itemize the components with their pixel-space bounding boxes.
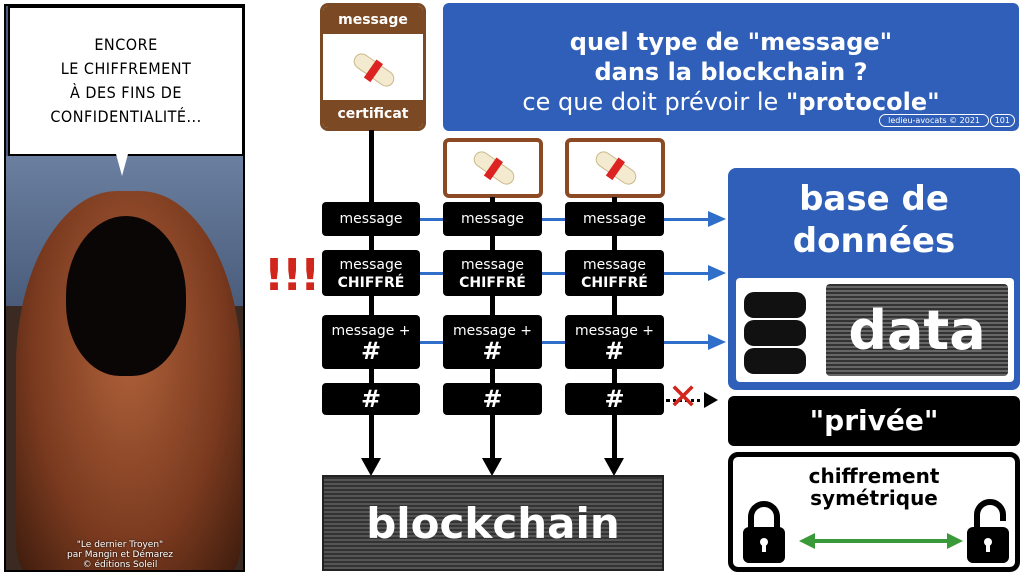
scroll-icon [350,50,398,90]
bubble-line: CONFIDENTIALITÉ... [50,107,202,126]
lock-closed-icon [743,501,785,563]
message-hash-box: message +# [443,315,542,369]
message-hash-box: message +# [322,315,420,369]
arrow-line [664,341,712,344]
arrow-line [542,272,566,275]
hash-symbol: # [604,337,625,365]
page-number: 101 [989,114,1015,127]
lock-open-icon [967,499,1009,563]
label: message [461,257,524,273]
label: message [339,257,403,273]
speech-bubble: ENCORE LE CHIFFREMENT À DES FINS DE CONF… [8,6,244,156]
arrow-line [542,218,566,221]
title-line-2: dans la blockchain ? [594,58,868,86]
dotted-line [666,399,708,402]
arrow-line [664,272,712,275]
title-box: quel type de "message" dans la blockchai… [443,3,1019,131]
label-bold: CHIFFRÉ [337,275,405,291]
arrow-down-icon [482,458,502,476]
database-content: data [736,278,1014,382]
title-line-3-prefix: ce que doit prévoir le [522,88,786,116]
double-arrow-icon [799,533,963,549]
cert-card-bottom-label: certificat [323,100,423,128]
scroll-icon [592,148,640,188]
certificate-thumb [565,138,665,198]
arrow-right-icon [708,334,726,350]
credit-line: "Le dernier Troyen" [76,540,164,550]
arrow-right-icon [708,211,726,227]
bubble-line: ENCORE [94,35,158,54]
comic-credit: "Le dernier Troyen" par Mangin et Démare… [20,540,220,570]
arrow-line [664,218,712,221]
label: message + [331,323,411,339]
title-line-3-bold: "protocole" [785,88,940,116]
db-title-line: base de [799,179,949,219]
title-line-1: quel type de "message" [569,28,893,56]
arrow-line [542,341,566,344]
alert-marks: !!! [264,250,320,301]
data-box: data [826,284,1008,376]
cert-card-top-label: message [323,6,423,34]
arrow-down-icon [361,458,381,476]
private-label: "privée" [728,396,1020,446]
title-line-3: ce que doit prévoir le "protocole" [443,87,1019,117]
credit-line: par Mangin et Démarez [67,550,173,560]
label-bold: CHIFFRÉ [459,275,526,291]
label-bold: CHIFFRÉ [581,275,648,291]
message-hash-box: message +# [565,315,664,369]
label: message [583,257,646,273]
scroll-icon [470,148,518,188]
bubble-line: À DES FINS DE [70,83,182,102]
message-box: message [443,202,542,236]
arrow-line [420,218,444,221]
arrow-line [420,272,444,275]
hash-box: # [443,383,542,415]
blockchain-box: blockchain [322,475,664,571]
arrow-right-icon [704,392,718,408]
hash-symbol: # [360,337,382,365]
certificate-thumb [443,138,543,198]
hash-symbol: # [482,337,503,365]
sym-line: symétrique [810,486,938,510]
message-box: message [322,202,420,236]
arrow-right-icon [708,265,726,281]
certificate-card: message certificat [320,3,426,131]
message-box: message [565,202,664,236]
credit-line: © éditions Soleil [82,560,158,570]
label: message + [452,323,533,339]
arrow-line [420,341,444,344]
label: message + [574,323,655,339]
arrow-down-icon [604,458,624,476]
copyright-pill: ledieu-avocats © 2021 [879,114,989,127]
hash-box: # [322,383,420,415]
db-title-line: données [792,221,956,261]
bubble-tail [116,154,128,176]
sym-line: chiffrement [808,464,940,488]
bubble-line: LE CHIFFREMENT [60,59,192,78]
red-cross-icon: ✕ [668,377,699,418]
hash-box: # [565,383,664,415]
